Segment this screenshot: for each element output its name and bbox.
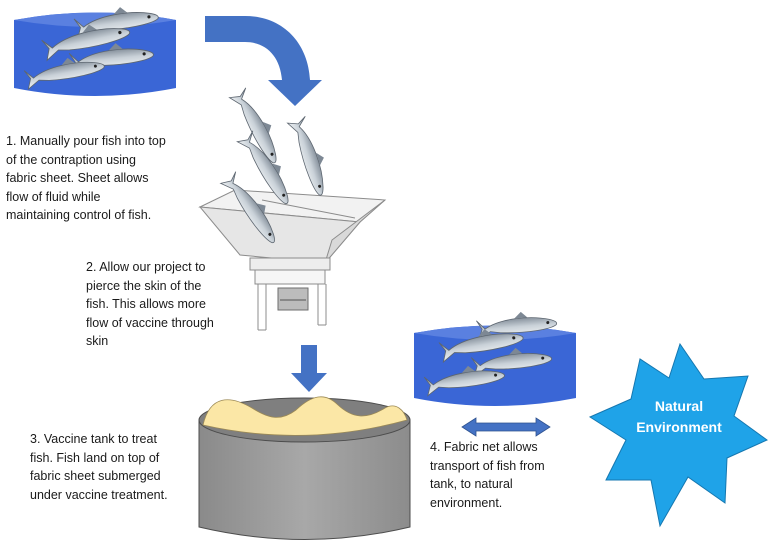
vaccine-tank (198, 396, 411, 540)
step-1-text: 1. Manually pour fish into top of the co… (6, 134, 166, 222)
double-arrow (461, 417, 551, 437)
down-arrow (291, 345, 327, 392)
step-3-text: 3. Vaccine tank to treat fish. Fish land… (30, 432, 168, 502)
contraption (198, 189, 387, 331)
transport-fish-tank (414, 308, 576, 406)
natural-environment-star (588, 342, 768, 528)
step-4-text: 4. Fabric net allows transport of fish f… (430, 440, 545, 510)
pour-arrow (205, 16, 322, 106)
source-fish-tank (14, 1, 176, 96)
step-2-text: 2. Allow our project to pierce the skin … (86, 260, 214, 348)
natural-environment-label: Natural Environment (636, 398, 722, 435)
